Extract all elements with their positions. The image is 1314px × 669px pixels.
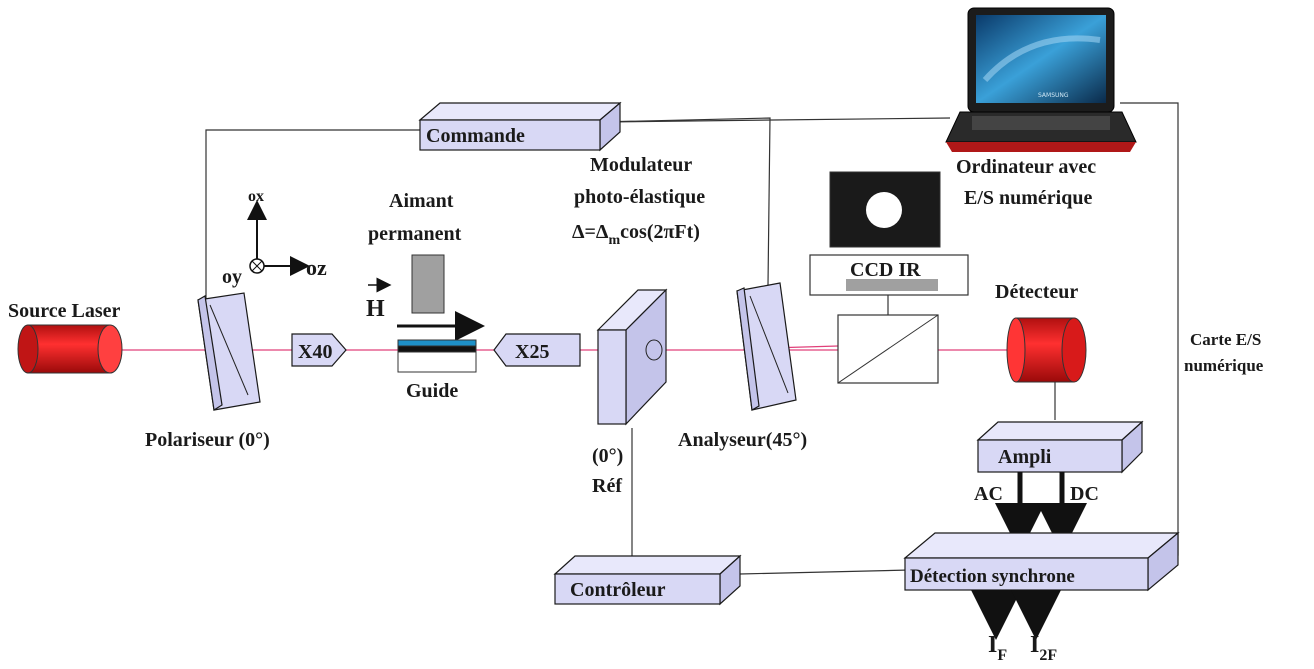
detection-synchrone-box [903,531,1180,592]
x40-objective [291,333,347,367]
ampli-box [976,420,1144,474]
carte-label-2: numérique [1184,356,1264,375]
oz-label: oz [306,255,327,280]
ccd-camera [809,171,969,296]
ref-label-2: Réf [592,475,622,497]
detecteur-label: Détecteur [995,281,1078,303]
ox-label: ox [248,188,264,205]
x25-label: X25 [515,341,549,363]
aimant-label-2: permanent [368,223,462,245]
beam-splitter [837,314,939,384]
magnet [411,254,445,314]
dc-label: DC [1070,483,1099,505]
ampli-label: Ampli [998,446,1052,468]
analyseur-label: Analyseur(45°) [678,429,807,451]
svg-text:SAMSUNG: SAMSUNG [1038,92,1069,99]
x40-label: X40 [298,341,332,363]
laptop-icon: SAMSUNG [945,7,1137,152]
guide-label: Guide [406,380,458,402]
modulateur-formula: Δ=Δmcos(2πFt) [572,221,700,248]
commande-label: Commande [426,125,525,147]
controleur-label: Contrôleur [570,579,666,601]
modulateur-label-1: Modulateur [590,154,692,176]
axes-icon [247,200,310,276]
analyseur [736,282,797,411]
ref-label-1: (0°) [592,445,623,467]
laser-source [17,324,123,374]
x25-objective [493,333,581,367]
ac-label: AC [974,483,1003,505]
ordinateur-label-2: E/S numérique [964,187,1092,209]
waveguide [397,339,477,373]
modulateur [596,288,668,426]
ccd-label: CCD IR [850,259,921,281]
oy-label: oy [222,266,242,288]
aimant-label-1: Aimant [389,190,454,212]
source-laser-label: Source Laser [8,300,121,322]
ordinateur-label-1: Ordinateur avec [956,156,1096,178]
h-label: H [366,296,385,322]
polariseur [197,292,261,411]
detection-label: Détection synchrone [910,566,1075,587]
commande-box [418,101,622,152]
carte-label-1: Carte E/S [1190,330,1261,349]
detector [1006,317,1087,383]
if-label: IF [988,632,1007,664]
i2f-label: I2F [1030,632,1057,664]
polariseur-label: Polariseur (0°) [145,429,270,451]
controleur-box [553,554,742,606]
modulateur-label-2: photo-élastique [574,186,705,208]
